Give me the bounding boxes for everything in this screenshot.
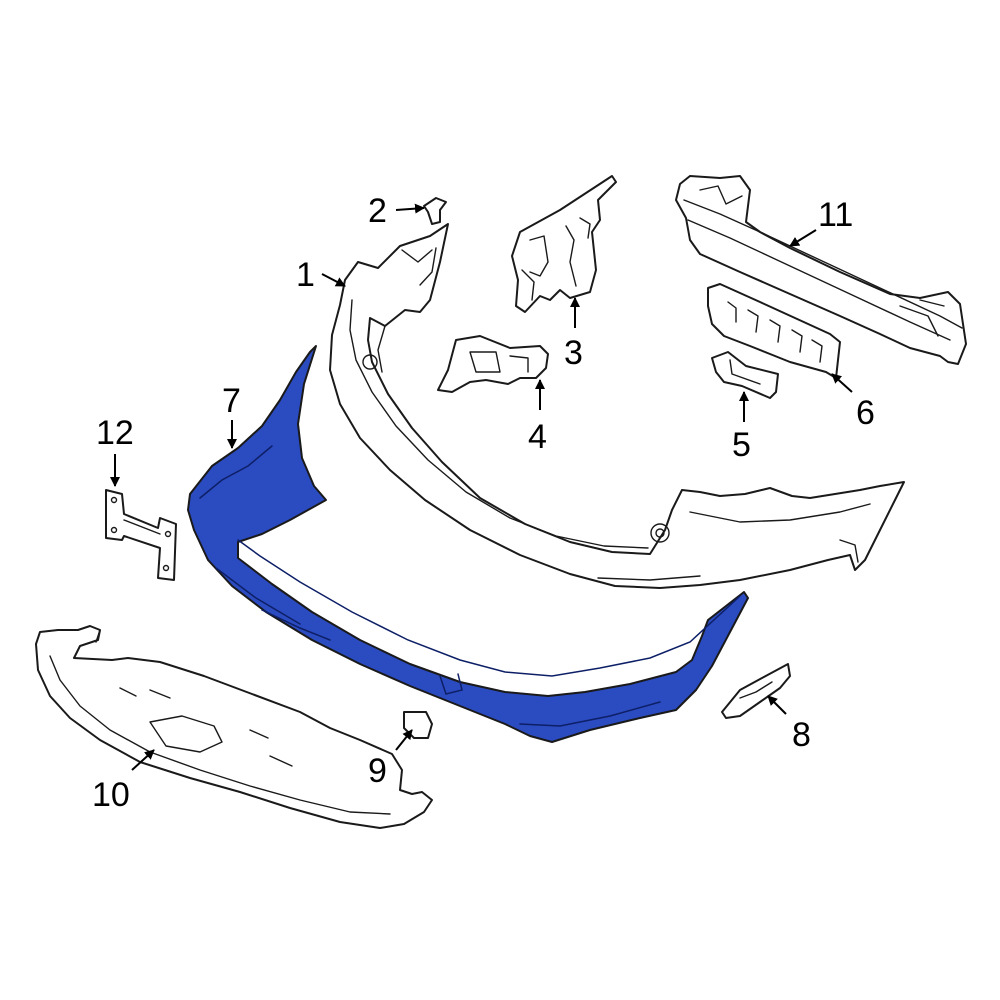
- leader-10: [131, 749, 155, 771]
- part-5-bracket[interactable]: [711, 351, 779, 399]
- callout-2: 2: [368, 192, 387, 230]
- callout-labels: 1 2 3 4 5 6 7 8 9 10 11 12: [92, 192, 875, 814]
- callout-7: 7: [222, 382, 241, 420]
- leader-11: [789, 229, 817, 247]
- callout-1: 1: [296, 256, 315, 294]
- callout-3: 3: [564, 334, 583, 372]
- part-10-lower-cover[interactable]: [35, 625, 433, 829]
- leader-6: [831, 373, 853, 393]
- leader-9: [395, 729, 413, 751]
- part-8-bracket[interactable]: [721, 663, 791, 719]
- part-7-lower-valance[interactable]: [187, 345, 749, 743]
- callout-leaders: [110, 203, 853, 771]
- leader-1: [321, 273, 346, 287]
- callout-11: 11: [818, 196, 853, 234]
- part-11-reinforcement-beam[interactable]: [675, 175, 967, 365]
- callout-10: 10: [92, 776, 130, 814]
- callout-12: 12: [96, 414, 134, 452]
- part-12-bracket[interactable]: [105, 489, 177, 581]
- callout-6: 6: [856, 394, 875, 432]
- leader-2: [395, 203, 425, 214]
- callout-9: 9: [368, 752, 387, 790]
- part-4-bracket[interactable]: [437, 335, 549, 393]
- leader-8: [767, 695, 787, 715]
- part-6-absorber-bracket[interactable]: [707, 283, 841, 379]
- callout-8: 8: [792, 716, 811, 754]
- part-1-bumper-cover[interactable]: [329, 223, 905, 589]
- part-3-side-bracket[interactable]: [511, 175, 617, 313]
- part-7-fill: [187, 345, 749, 743]
- callout-4: 4: [528, 418, 547, 456]
- callout-5: 5: [732, 426, 751, 464]
- part-2-clip[interactable]: [423, 197, 447, 225]
